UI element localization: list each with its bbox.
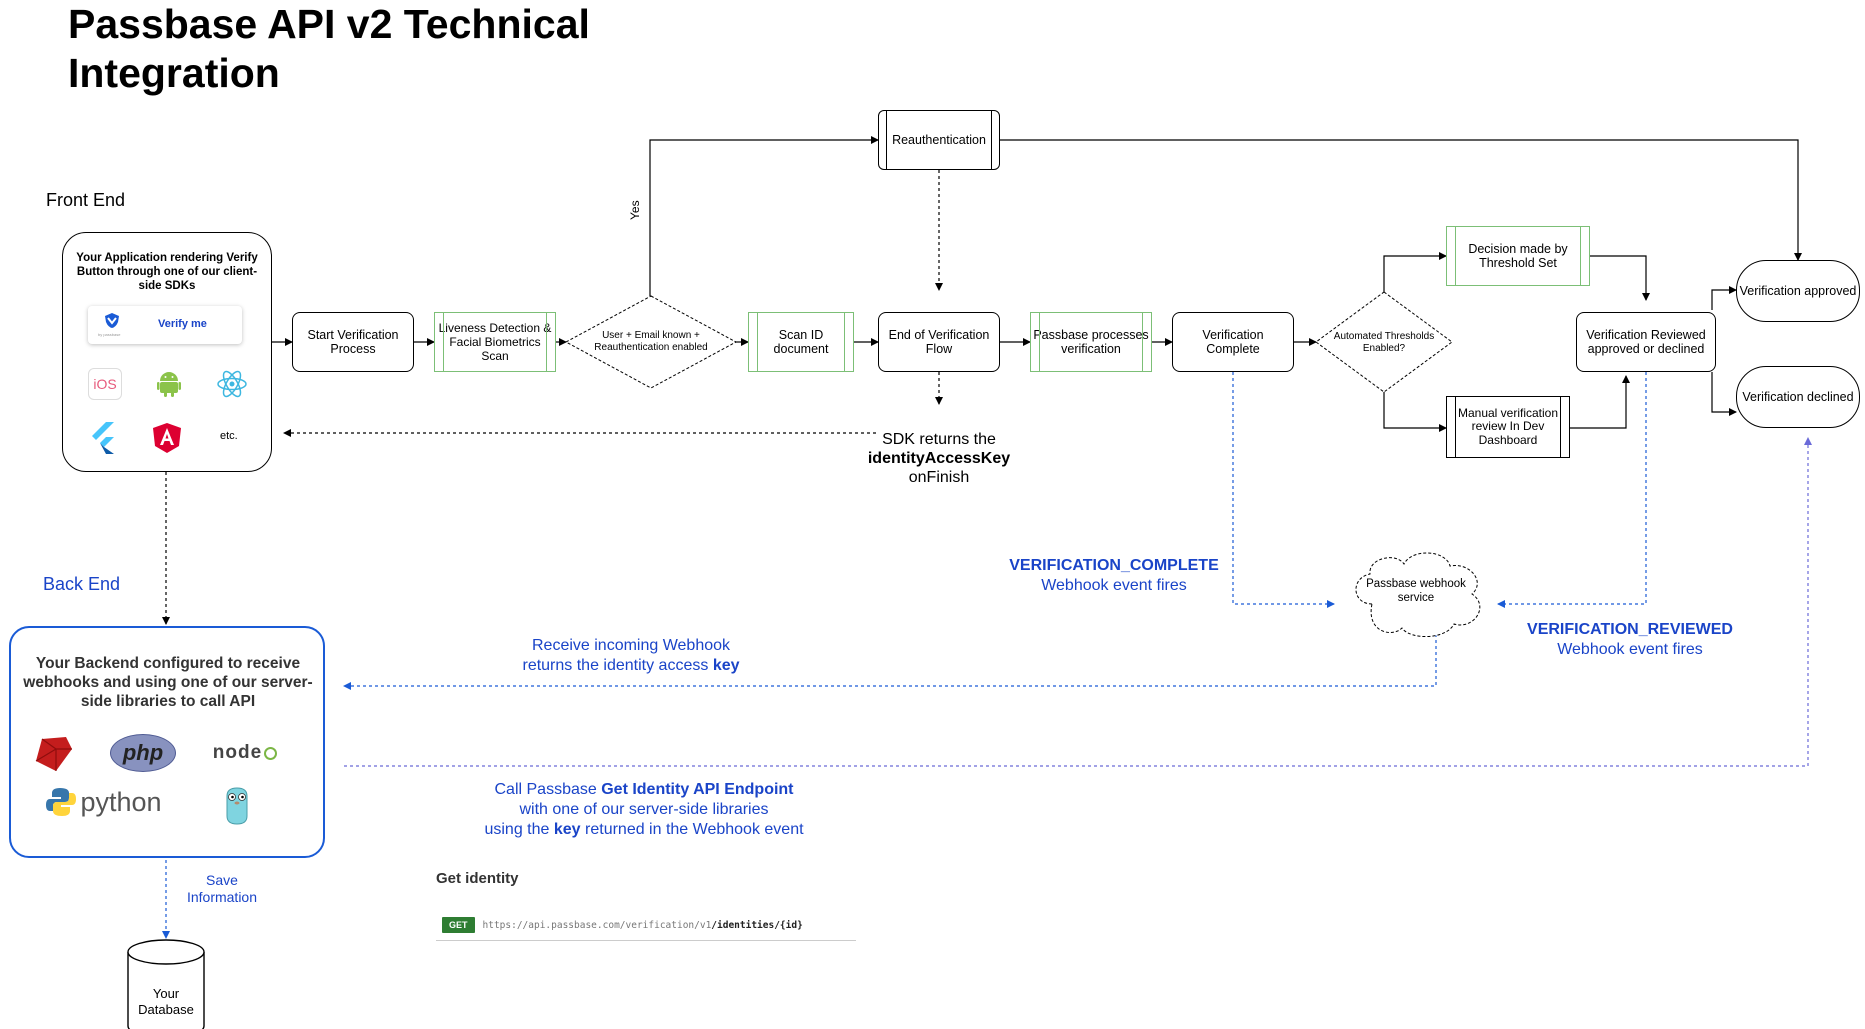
webhook-cloud-shape	[1355, 552, 1481, 638]
etc-label: etc.	[220, 430, 238, 442]
edge-call-api	[344, 437, 1812, 767]
node-verification-approved: Verification approved	[1736, 260, 1860, 322]
python-icon: python	[38, 784, 170, 820]
node-passbase-processes: Passbase processes verification	[1030, 312, 1152, 372]
decision-thresholds-shape	[1315, 291, 1453, 393]
node-user-known: User + Email known + Reauthentication en…	[594, 330, 708, 353]
edge-reviewed-approved	[1711, 286, 1737, 310]
frontend-label: Front End	[46, 190, 126, 210]
node-decision-threshold: Decision made by Threshold Set	[1446, 226, 1590, 286]
edge-reauth-approved	[1000, 139, 1802, 261]
yes-label: Yes	[628, 200, 642, 220]
backend-label: Back End	[43, 574, 121, 594]
passbase-small-text: by passbase	[98, 332, 121, 337]
edge-complete-webhook	[1232, 372, 1335, 608]
node-automated-thresholds: Automated Thresholds Enabled?	[1333, 331, 1435, 354]
flutter-icon	[88, 420, 118, 456]
verify-me-button[interactable]: by passbase Verify me	[88, 306, 242, 344]
verification-complete-event-label: VERIFICATION_COMPLETE Webhook event fire…	[1009, 557, 1219, 594]
node-verification-complete: Verification Complete	[1172, 312, 1294, 372]
receive-webhook-label: Receive incoming Webhook returns the ide…	[522, 637, 740, 674]
edge-reviewed-webhook	[1497, 372, 1647, 608]
edge-yes-reauth	[649, 136, 879, 296]
php-icon: php	[110, 734, 176, 772]
go-gopher-icon	[222, 786, 252, 826]
edge-thresholds-manual	[1383, 392, 1447, 432]
node-reauthentication: Reauthentication	[878, 110, 1000, 170]
node-end-of-flow: End of Verification Flow	[878, 312, 1000, 372]
node-start-verification: Start Verification Process	[292, 312, 414, 372]
get-identity-endpoint[interactable]: GET https://api.passbase.com/verificatio…	[436, 910, 856, 941]
edge-thresholds-decision	[1383, 252, 1447, 292]
verify-me-label: Verify me	[158, 318, 207, 330]
node-manual-review: Manual verification review In Dev Dashbo…	[1446, 396, 1570, 458]
get-url: https://api.passbase.com/verification/v1…	[482, 919, 803, 931]
node-scan-id: Scan ID document	[748, 312, 854, 372]
node-verification-declined: Verification declined	[1736, 366, 1860, 428]
sdk-returns-label: SDK returns the identityAccessKey onFini…	[867, 431, 1011, 486]
android-icon	[154, 368, 184, 398]
passbase-shield-icon	[104, 312, 120, 334]
edge-reviewed-declined	[1711, 372, 1737, 416]
get-method-badge: GET	[442, 917, 475, 933]
ios-icon: iOS	[88, 368, 122, 400]
ruby-icon	[34, 734, 74, 774]
edge-webhook-backend	[343, 634, 1437, 690]
react-icon	[216, 368, 248, 400]
page-title: Passbase API v2 Technical Integration	[68, 1, 590, 96]
database-shape	[127, 939, 205, 1029]
get-identity-heading: Get identity	[436, 870, 519, 887]
backend-card-text: Your Backend configured to receive webho…	[23, 655, 313, 710]
edge-manual-reviewed	[1570, 375, 1630, 429]
node-webhook-service: Passbase webhook service	[1366, 578, 1466, 604]
node-liveness-detection: Liveness Detection & Facial Biometrics S…	[434, 312, 556, 372]
app-card-text: Your Application rendering Verify Button…	[76, 252, 258, 292]
save-information-label: Save Information	[186, 872, 258, 905]
call-api-label: Call Passbase Get Identity API Endpoint …	[484, 781, 804, 838]
edge-decision-reviewed	[1590, 255, 1650, 301]
node-icon: node	[206, 740, 284, 766]
verification-reviewed-event-label: VERIFICATION_REVIEWED Webhook event fire…	[1527, 621, 1733, 658]
node-verification-reviewed: Verification Reviewed approved or declin…	[1576, 312, 1716, 372]
decision-user-known-shape	[564, 295, 738, 389]
angular-icon	[152, 420, 182, 456]
node-database: Your Database	[138, 986, 194, 1017]
